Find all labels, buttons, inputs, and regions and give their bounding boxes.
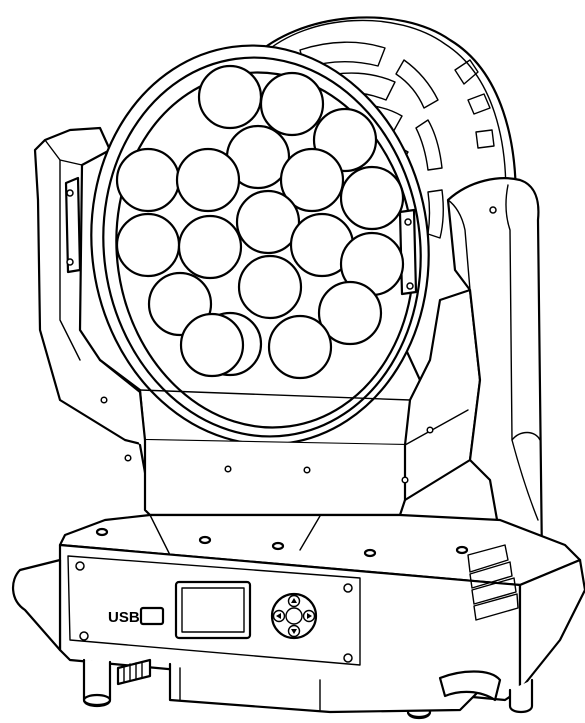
usb-label: USB xyxy=(108,609,140,626)
bracket-screw xyxy=(406,282,414,290)
led-lens xyxy=(279,147,345,213)
yoke-screw xyxy=(224,465,232,473)
yoke-right-arm xyxy=(446,177,544,573)
base-top-screws xyxy=(95,527,469,558)
panel-screw xyxy=(79,631,89,641)
base-feet xyxy=(82,658,534,720)
nav-button-ring xyxy=(270,592,318,640)
yoke-screw xyxy=(124,454,132,462)
led-lens xyxy=(259,71,325,137)
up-button[interactable] xyxy=(287,594,301,608)
led-lens xyxy=(115,212,181,278)
led-lens-array xyxy=(115,64,405,380)
led-lens xyxy=(175,147,241,213)
left-bezel-bracket xyxy=(64,176,82,274)
panel-screw xyxy=(75,561,85,571)
panel-screw xyxy=(343,653,353,663)
yoke-base xyxy=(98,288,482,517)
bracket-screw xyxy=(66,189,74,197)
yoke-screw xyxy=(401,476,409,484)
led-lens xyxy=(177,214,243,280)
led-lens xyxy=(339,165,405,231)
led-lens xyxy=(179,312,245,378)
yoke-screw xyxy=(100,396,108,404)
led-lens xyxy=(317,280,383,346)
bracket-screw xyxy=(66,258,74,266)
led-lens xyxy=(235,189,301,255)
enter-button[interactable] xyxy=(285,607,303,625)
yoke-screw xyxy=(426,426,434,434)
led-lens xyxy=(267,314,333,380)
led-lens xyxy=(237,254,303,320)
left-button[interactable] xyxy=(272,609,286,623)
side-vent-grille xyxy=(467,544,519,621)
lcd-screen xyxy=(181,587,245,633)
bracket-screw xyxy=(404,218,412,226)
right-button[interactable] xyxy=(302,609,316,623)
lcd-display xyxy=(174,580,252,640)
down-button[interactable] xyxy=(287,624,301,638)
foot-bottom xyxy=(82,693,112,707)
led-lens xyxy=(197,64,263,130)
control-panel: USB xyxy=(108,580,318,640)
left-handle-cap xyxy=(12,558,62,652)
yoke-screw xyxy=(489,206,497,214)
usb-port[interactable] xyxy=(139,606,165,626)
yoke-screw xyxy=(303,466,311,474)
panel-screw xyxy=(343,583,353,593)
foot xyxy=(508,678,534,714)
omega-clamp xyxy=(438,670,502,702)
led-lens xyxy=(115,147,181,213)
